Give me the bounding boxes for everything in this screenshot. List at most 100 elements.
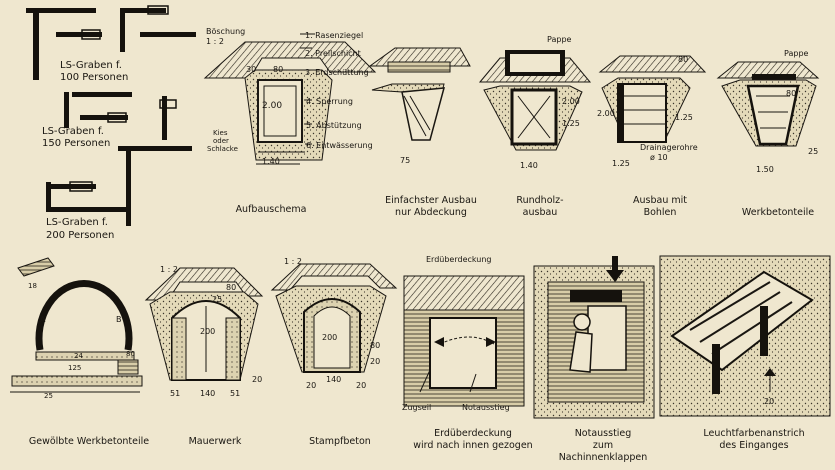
stampf-dim-20a: 20 bbox=[306, 381, 316, 390]
caption-notausstieg: Notausstieg zum Nachinnenklappen bbox=[548, 428, 658, 464]
caption-rundholz: Rundholz- ausbau bbox=[500, 195, 580, 219]
gewoelbt-mark-b: B bbox=[116, 315, 122, 324]
mauerwerk-dim-51a: 51 bbox=[170, 389, 180, 398]
stampf-dim-140: 140 bbox=[326, 375, 341, 384]
layer-1-label: 1. Rasenziegel bbox=[305, 31, 363, 40]
trench-label-150-line1: LS-Graben f. bbox=[42, 126, 104, 137]
caption-rundholz-line2: ausbau bbox=[522, 207, 558, 218]
layer-3-label: 3. Erdschüttung bbox=[305, 68, 369, 77]
bohlen-dim-125: 1.25 bbox=[675, 113, 693, 122]
mauerwerk-dim-140: 140 bbox=[200, 389, 215, 398]
trench-label-100-line1: LS-Graben f. bbox=[60, 60, 122, 71]
caption-einfach: Einfachster Ausbau nur Abdeckung bbox=[376, 195, 486, 219]
trench-label-150-line2: 150 Personen bbox=[42, 138, 110, 149]
werkbeton-dim-150: 1.50 bbox=[756, 165, 774, 174]
caption-werkbeton: Werkbetonteile bbox=[741, 207, 815, 218]
layer-2-label: 2. Prellschicht bbox=[305, 49, 361, 58]
caption-bohlen: Ausbau mit Bohlen bbox=[620, 195, 700, 219]
caption-leucht-line1: Leuchtfarbenanstrich bbox=[703, 428, 805, 439]
bohlen-dim-200: 2.00 bbox=[597, 109, 615, 118]
erd-zugseil: Zugseil bbox=[402, 403, 431, 412]
stampf-slope: 1 : 2 bbox=[284, 257, 302, 266]
bohlen-section bbox=[598, 55, 707, 143]
einfachster-ausbau-section bbox=[368, 47, 471, 141]
leuchtfarben-section bbox=[659, 255, 831, 417]
aufbau-dim-80: 80 bbox=[273, 65, 283, 74]
werkbeton-pappe: Pappe bbox=[784, 49, 809, 58]
werkbeton-section bbox=[716, 61, 820, 147]
mauerwerk-slope: 1 : 2 bbox=[160, 265, 178, 274]
stampf-dim-80: 80 bbox=[370, 341, 380, 350]
caption-erd-line1: Erdüberdeckung bbox=[434, 428, 512, 439]
caption-notausstieg-line2: zum Nachinnenklappen bbox=[558, 440, 648, 463]
trench-plan-150 bbox=[64, 92, 192, 226]
caption-rundholz-line1: Rundholz- bbox=[516, 195, 564, 206]
gewoelbt-dim-18: 18 bbox=[28, 282, 37, 290]
trench-label-100-line2: 100 Personen bbox=[60, 72, 128, 83]
mauerwerk-dim-51b: 51 bbox=[230, 389, 240, 398]
caption-bohlen-line2: Bohlen bbox=[643, 207, 677, 218]
gewoelbt-dim-125: 125 bbox=[68, 364, 81, 372]
caption-einfach-line2: nur Abdeckung bbox=[395, 207, 467, 218]
aufbau-dim-140: 1.40 bbox=[262, 157, 280, 166]
aufbau-dim-200: 2.00 bbox=[262, 101, 282, 111]
caption-aufbau: Aufbauschema bbox=[235, 204, 307, 215]
stampf-dim-20r: 20 bbox=[370, 357, 380, 366]
caption-stampfbeton: Stampfbeton bbox=[309, 436, 371, 447]
caption-bohlen-line1: Ausbau mit bbox=[633, 195, 687, 206]
caption-leucht-line2: des Einganges bbox=[719, 440, 789, 451]
aufbau-dim-30: 30 bbox=[246, 65, 256, 74]
trench-label-200-line1: LS-Graben f. bbox=[46, 217, 108, 228]
werkbeton-dim-80: 80 bbox=[786, 89, 796, 98]
leucht-dim-20: 20 bbox=[764, 397, 774, 406]
bohlen-dim-125b: 1.25 bbox=[612, 159, 630, 168]
stampf-dim-20b: 20 bbox=[356, 381, 366, 390]
trench-plan-100 bbox=[26, 5, 196, 80]
mauerwerk-dim-80: 80 bbox=[226, 283, 236, 292]
rundholz-section bbox=[478, 50, 592, 151]
layer-5-label: 5. Abstützung bbox=[306, 121, 362, 130]
kies-label-2: oder bbox=[213, 137, 229, 145]
rundholz-dim-140: 1.40 bbox=[520, 161, 538, 170]
caption-erd: Erdüberdeckung wird nach innen gezogen bbox=[408, 428, 538, 452]
gewoelbt-mark-a: A bbox=[40, 315, 46, 324]
aufbau-cross-section bbox=[203, 33, 377, 165]
rundholz-pappe: Pappe bbox=[547, 35, 572, 44]
mauerwerk-section bbox=[144, 267, 264, 381]
mauerwerk-dim-25: 25 bbox=[212, 295, 222, 304]
stampf-dim-200: 200 bbox=[322, 333, 337, 342]
mauerwerk-dim-20: 20 bbox=[252, 375, 262, 384]
caption-notausstieg-line1: Notausstieg bbox=[574, 428, 632, 439]
caption-gewoelbt: Gewölbte Werkbetonteile bbox=[28, 436, 150, 447]
gewoelbt-dim-24: 24 bbox=[74, 352, 83, 360]
layer-4-label: 4. Sperrung bbox=[306, 97, 353, 106]
rundholz-dim-125: 1.25 bbox=[562, 119, 580, 128]
kies-label-3: Schlacke bbox=[207, 145, 238, 153]
caption-einfach-line1: Einfachster Ausbau bbox=[385, 195, 477, 206]
kies-label-1: Kies bbox=[213, 129, 228, 137]
gewoelbt-dim-25: 25 bbox=[44, 392, 53, 400]
notausstieg-section bbox=[533, 256, 655, 419]
stampfbeton-section bbox=[270, 263, 398, 373]
erdueberdeckung-section bbox=[403, 275, 525, 407]
erd-notausstieg: Notausstieg bbox=[462, 403, 510, 412]
layer-6-label: 6. Entwässerung bbox=[306, 141, 373, 150]
mauerwerk-dim-200: 200 bbox=[200, 327, 215, 336]
caption-mauerwerk: Mauerwerk bbox=[188, 436, 242, 447]
erd-top-label: Erdüberdeckung bbox=[426, 255, 492, 264]
gewoelbt-dim-80: 80 bbox=[126, 350, 135, 358]
bohlen-dim-80: 80 bbox=[678, 55, 688, 64]
gewoelbte-section bbox=[10, 257, 143, 393]
bohlen-drain-1: Drainagerohre bbox=[640, 143, 698, 152]
trench-label-200-line2: 200 Personen bbox=[46, 230, 114, 241]
bohlen-drain-2: ø 10 bbox=[650, 153, 668, 162]
caption-leucht: Leuchtfarbenanstrich des Einganges bbox=[694, 428, 814, 452]
werkbeton-dim-25: 25 bbox=[808, 147, 818, 156]
einfach-dim-75: 75 bbox=[400, 156, 410, 165]
aufbau-slope-line2: 1 : 2 bbox=[206, 37, 224, 46]
caption-erd-line2: wird nach innen gezogen bbox=[413, 440, 533, 451]
aufbau-slope-line1: Böschung bbox=[206, 27, 245, 36]
trench-plan-200 bbox=[46, 181, 126, 212]
rundholz-dim-200: 2.00 bbox=[562, 97, 580, 106]
